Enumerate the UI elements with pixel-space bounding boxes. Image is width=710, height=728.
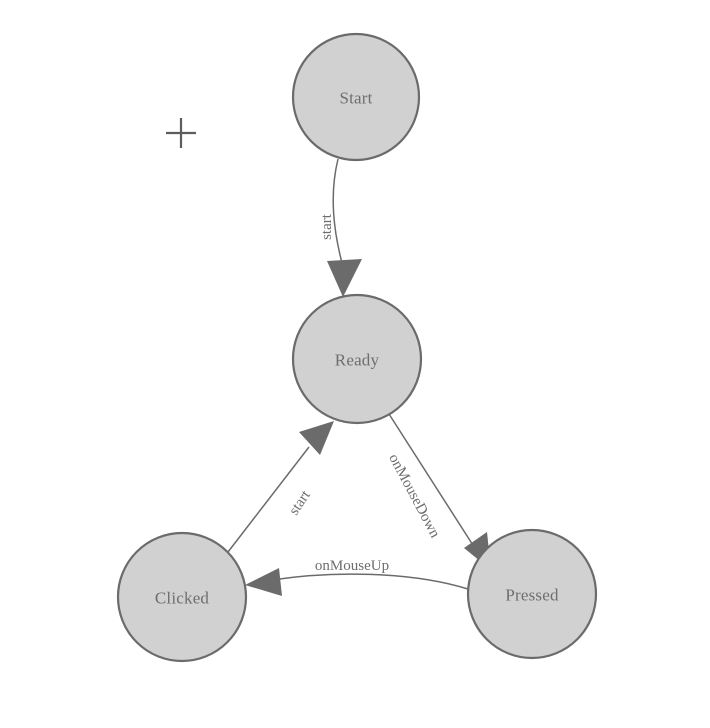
edge-start-to-ready[interactable]: start bbox=[319, 158, 362, 297]
edge-clicked-to-ready-path bbox=[227, 446, 310, 553]
node-pressed-label: Pressed bbox=[505, 586, 559, 605]
edge-pressed-to-clicked[interactable]: onMouseUp bbox=[245, 558, 469, 596]
edge-start-to-ready-path bbox=[332, 158, 343, 264]
node-start-circle bbox=[291, 32, 421, 162]
edge-ready-to-pressed-label: onMouseDown bbox=[385, 451, 443, 541]
node-start-label: Start bbox=[339, 89, 372, 108]
node-start[interactable]: Start bbox=[291, 32, 421, 162]
plus-crosshair-icon[interactable] bbox=[166, 118, 196, 148]
node-ready-circle bbox=[291, 293, 423, 425]
edge-clicked-to-ready-arrowhead bbox=[299, 421, 334, 455]
edge-start-to-ready-label: start bbox=[319, 213, 335, 240]
node-clicked-label: Clicked bbox=[155, 589, 210, 608]
node-ready[interactable]: Ready bbox=[291, 293, 423, 425]
edge-pressed-to-clicked-path bbox=[271, 573, 469, 590]
node-pressed[interactable]: Pressed bbox=[466, 528, 598, 660]
edge-clicked-to-ready-label: start bbox=[286, 487, 314, 518]
edge-clicked-to-ready[interactable]: start bbox=[227, 421, 334, 553]
edge-start-to-ready-arrowhead bbox=[327, 259, 362, 297]
edge-pressed-to-clicked-label: onMouseUp bbox=[315, 558, 389, 574]
node-clicked[interactable]: Clicked bbox=[116, 531, 248, 663]
edge-pressed-to-clicked-arrowhead bbox=[245, 568, 282, 596]
node-clicked-circle bbox=[116, 531, 248, 663]
edge-ready-to-pressed[interactable]: onMouseDown bbox=[385, 413, 491, 570]
node-ready-label: Ready bbox=[335, 351, 380, 370]
node-pressed-circle bbox=[466, 528, 598, 660]
edge-ready-to-pressed-path bbox=[388, 413, 479, 554]
